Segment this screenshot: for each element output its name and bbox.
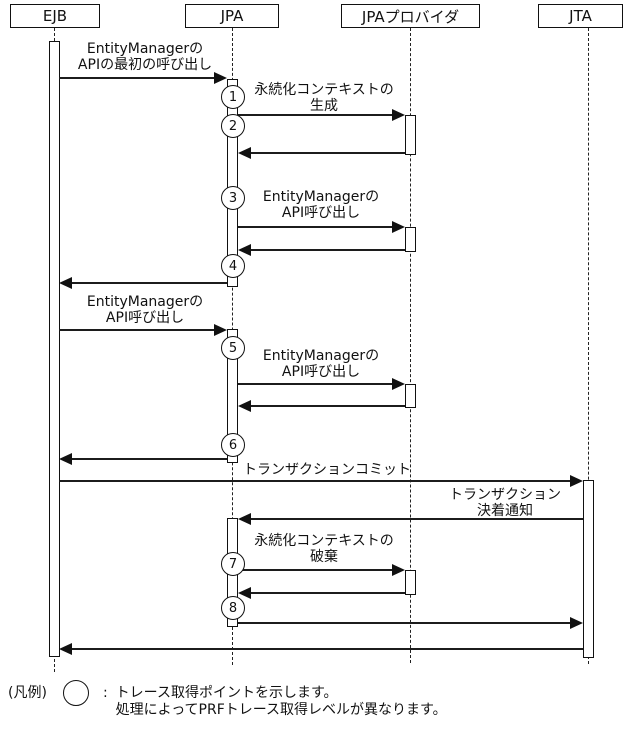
arrow-api-call-ejb-jpa: [59, 324, 227, 336]
message-label-api-call-provider-1: EntityManagerの API呼び出し: [262, 189, 380, 221]
trace-point-2-number: 2: [228, 118, 238, 134]
trace-point-5: 5: [221, 336, 245, 360]
message-label-tx-commit: トランザクションコミット: [243, 462, 411, 478]
legend-text: トレース取得ポイントを示します。 処理によってPRFトレース取得レベルが異なりま…: [115, 685, 447, 718]
trace-point-6-number: 6: [228, 437, 238, 453]
activation-provider-1: [405, 115, 416, 155]
trace-point-1: 1: [221, 85, 245, 109]
trace-point-6: 6: [221, 433, 245, 457]
message-label-api-call-ejb-jpa: EntityManagerの API呼び出し: [86, 294, 204, 326]
message-label-tx-settlement-notice: トランザクション 決着通知: [449, 487, 561, 519]
legend-trace-point-icon: [62, 680, 89, 706]
message-label-api-call-provider-2: EntityManagerの API呼び出し: [262, 348, 380, 380]
trace-point-7: 7: [221, 552, 245, 576]
trace-point-4: 4: [221, 254, 245, 278]
arrow-jta-return-ejb: [59, 643, 583, 655]
arrow-create-context: [238, 109, 405, 121]
trace-point-2: 2: [221, 114, 245, 138]
activation-ejb: [49, 41, 60, 657]
arrow-create-context-return: [238, 147, 405, 159]
lifeline-head-ejb: EJB: [10, 4, 100, 28]
arrow-jpa-return-ejb-2: [59, 453, 227, 465]
activation-jpa-1: [227, 79, 238, 287]
arrow-tx-commit: [59, 475, 583, 487]
legend: (凡例) : トレース取得ポイントを示します。 処理によってPRFトレース取得レ…: [8, 678, 447, 719]
arrow-jpa-to-jta: [238, 617, 583, 629]
legend-prefix: (凡例): [8, 685, 47, 701]
arrow-api-call-provider-1-return: [238, 244, 405, 256]
arrow-api-call-provider-2-return: [238, 400, 405, 412]
arrow-api-call-provider-2: [238, 378, 405, 390]
lifeline-jta: [588, 28, 589, 664]
trace-point-8: 8: [221, 596, 245, 620]
activation-jpa-2: [227, 329, 238, 463]
lifeline-head-jpa: JPA: [185, 4, 279, 28]
lifeline-label-jta: JTA: [569, 7, 592, 25]
lifeline-label-jpa: JPA: [220, 7, 244, 25]
lifeline-head-jta: JTA: [538, 4, 623, 28]
message-label-destroy-context: 永続化コンテキストの 破棄: [254, 533, 394, 565]
trace-point-4-number: 4: [228, 258, 238, 274]
trace-point-3-number: 3: [228, 190, 238, 206]
arrow-first-api-call: [59, 72, 227, 84]
lifeline-label-ejb: EJB: [42, 7, 68, 25]
trace-point-1-number: 1: [228, 89, 238, 105]
arrow-api-call-provider-1: [238, 221, 405, 233]
lifeline-label-jpa-provider: JPAプロバイダ: [361, 7, 460, 26]
trace-point-3: 3: [221, 186, 245, 210]
message-label-create-context: 永続化コンテキストの 生成: [254, 82, 394, 114]
activation-provider-3: [405, 384, 416, 408]
arrow-jpa-return-ejb-1: [59, 277, 227, 289]
message-label-first-api-call: EntityManagerの APIの最初の呼び出し: [77, 41, 213, 73]
trace-point-7-number: 7: [228, 556, 238, 572]
trace-point-5-number: 5: [228, 340, 238, 356]
legend-colon: :: [102, 685, 108, 701]
activation-provider-4: [405, 570, 416, 595]
trace-point-8-number: 8: [228, 600, 238, 616]
lifeline-head-jpa-provider: JPAプロバイダ: [341, 4, 480, 28]
arrow-destroy-context-return: [238, 587, 405, 599]
activation-jta: [583, 480, 594, 658]
arrow-destroy-context: [238, 564, 405, 576]
arrow-tx-settlement-notice: [238, 513, 583, 525]
lifeline-jpa-provider: [410, 28, 411, 663]
activation-provider-2: [405, 227, 416, 252]
